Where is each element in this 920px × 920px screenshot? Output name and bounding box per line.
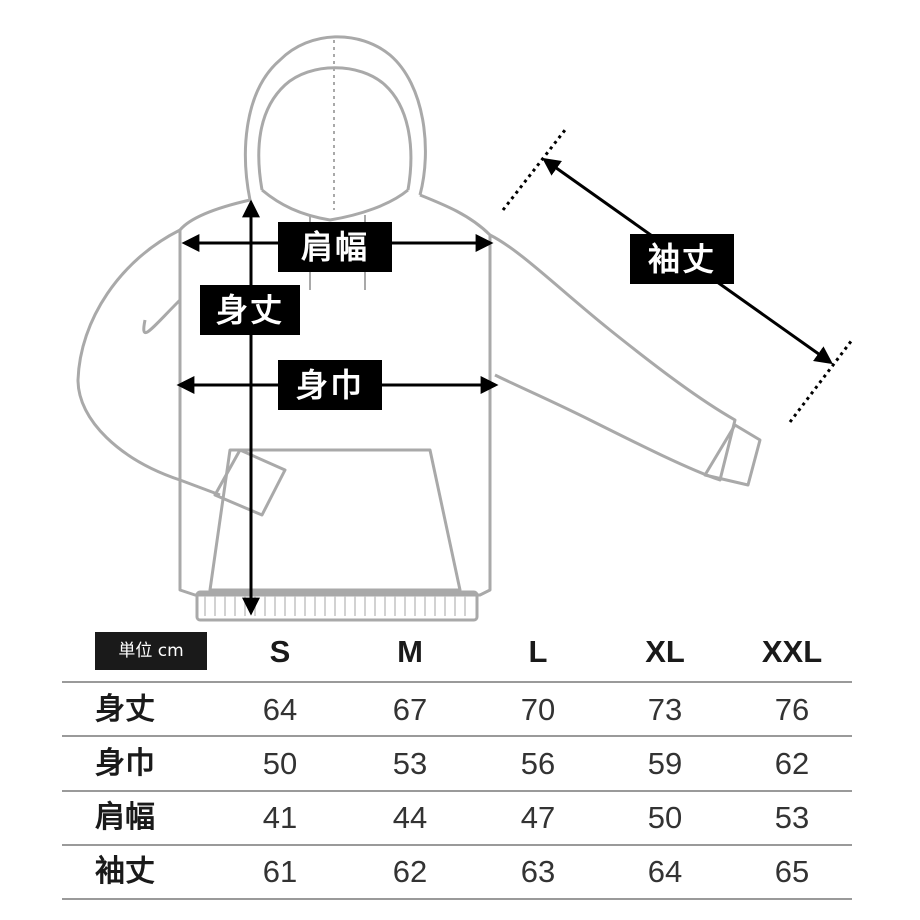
table-cell: 65 [774, 854, 810, 889]
table-cell: 70 [520, 692, 556, 727]
size-header-xl: XL [645, 634, 685, 669]
sleeve-guide-top [501, 129, 567, 211]
table-row-label: 身丈 [95, 692, 155, 727]
sleeve-label: 袖丈 [630, 234, 734, 284]
size-header-xxl: XXL [761, 634, 823, 669]
table-cell: 59 [647, 746, 683, 781]
sleeve-guide-bottom [788, 339, 854, 423]
size-header-m: M [397, 634, 423, 669]
size-header-s: S [269, 634, 291, 669]
body-length-label: 身丈 [200, 285, 300, 335]
size-header-l: L [528, 634, 548, 669]
table-row-label: 袖丈 [95, 854, 155, 889]
shoulder-label: 肩幅 [278, 222, 392, 272]
table-cell: 47 [520, 800, 556, 835]
table-divider [62, 790, 852, 792]
table-cell: 62 [392, 854, 428, 889]
table-cell: 53 [392, 746, 428, 781]
table-cell: 64 [647, 854, 683, 889]
table-cell: 44 [392, 800, 428, 835]
table-cell: 56 [520, 746, 556, 781]
table-cell: 67 [392, 692, 428, 727]
table-divider [62, 735, 852, 737]
table-row-label: 肩幅 [95, 800, 155, 835]
table-cell: 53 [774, 800, 810, 835]
hoodie-outline [76, 35, 762, 622]
table-divider [62, 844, 852, 846]
table-cell: 76 [774, 692, 810, 727]
chest-label: 身巾 [278, 360, 382, 410]
table-cell: 50 [647, 800, 683, 835]
table-cell: 50 [262, 746, 298, 781]
table-cell: 41 [262, 800, 298, 835]
table-divider [62, 898, 852, 900]
cuff-ribbing [204, 596, 466, 616]
table-cell: 64 [262, 692, 298, 727]
table-divider [62, 681, 852, 683]
table-cell: 73 [647, 692, 683, 727]
unit-badge: 単位 cm [95, 632, 207, 670]
table-cell: 61 [262, 854, 298, 889]
table-row-label: 身巾 [95, 746, 155, 781]
table-cell: 62 [774, 746, 810, 781]
table-cell: 63 [520, 854, 556, 889]
hoodie-diagram [76, 35, 854, 622]
